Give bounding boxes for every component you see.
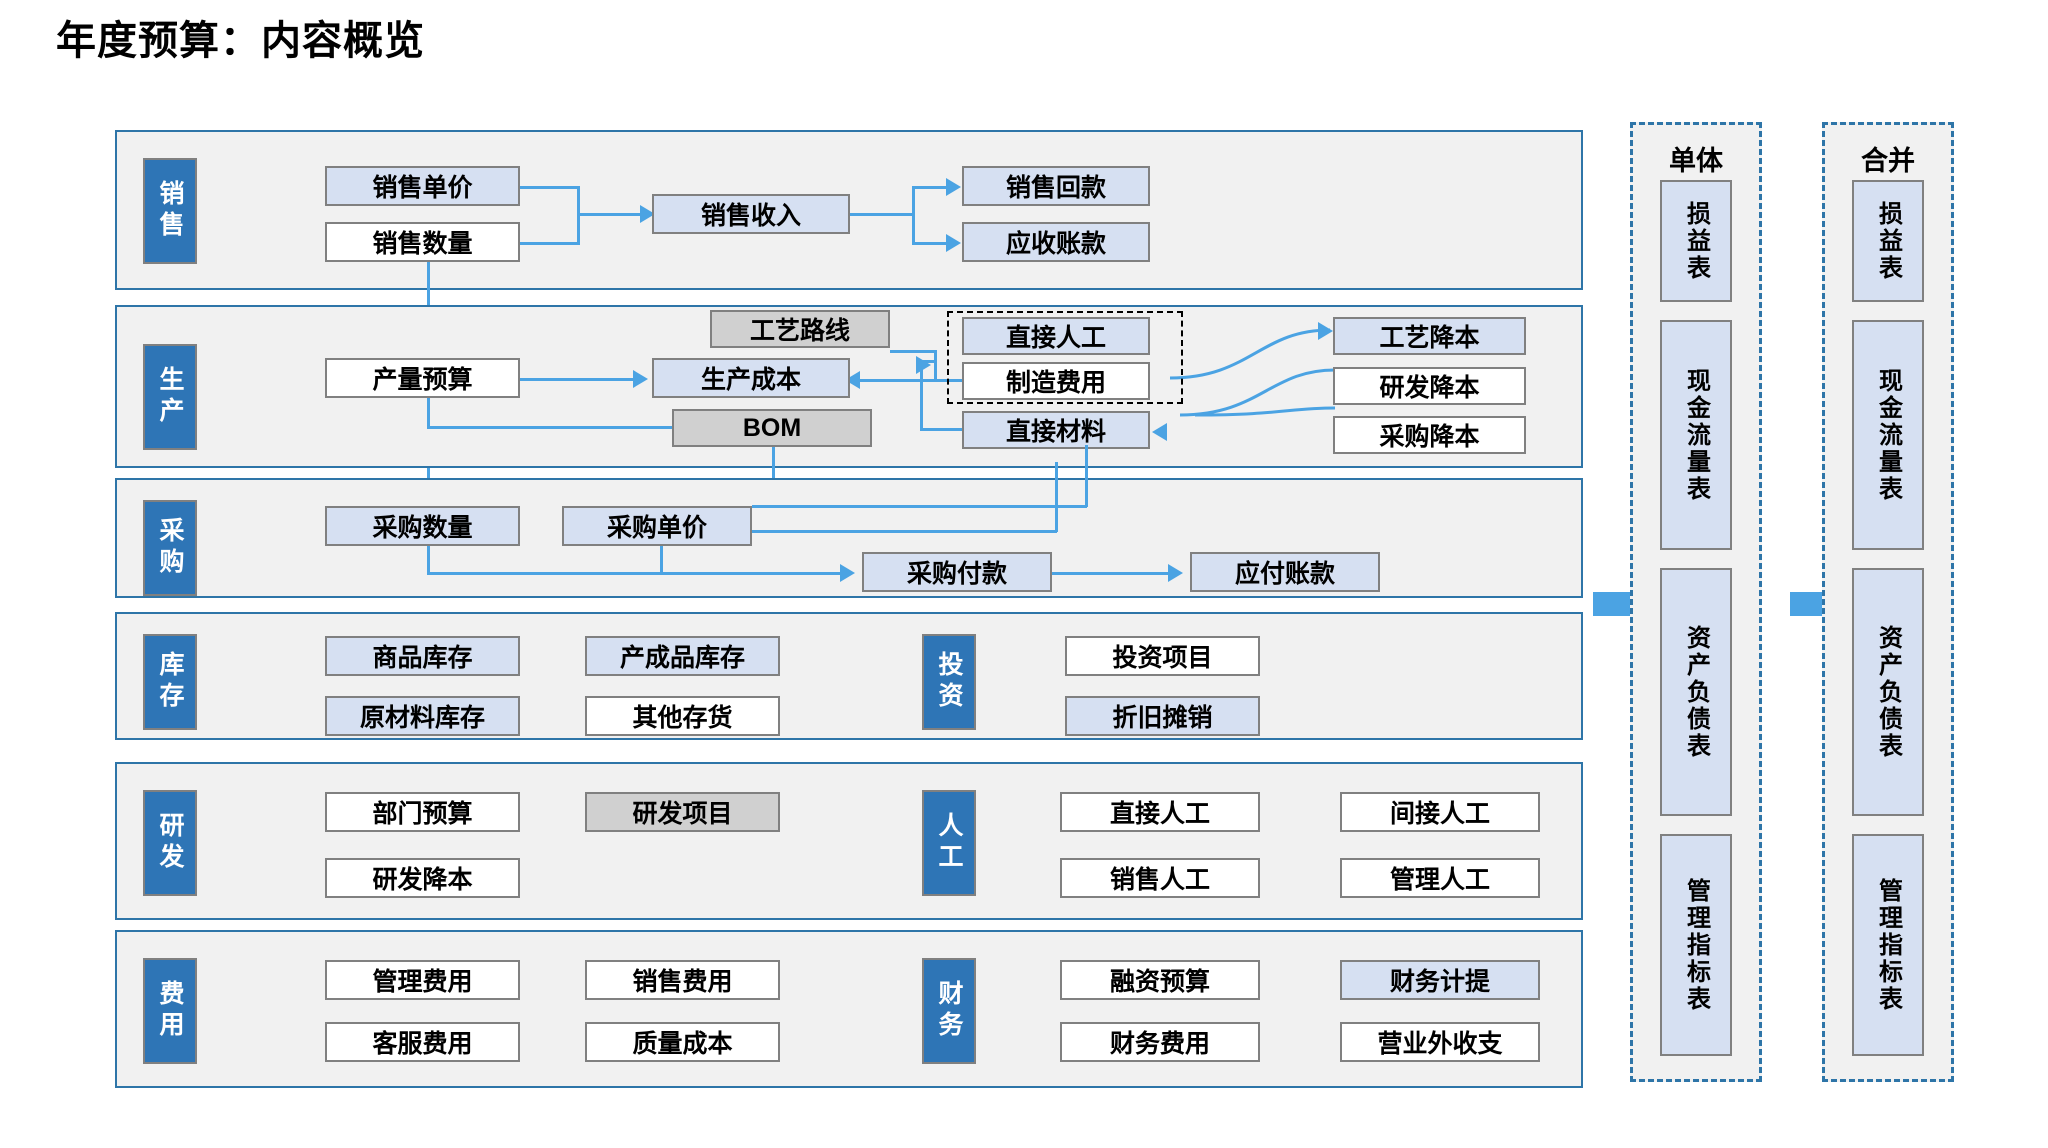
- connector: [850, 213, 915, 216]
- node-department-budget[interactable]: 部门预算: [325, 792, 520, 832]
- dashed-group-conversion-cost: [947, 311, 1183, 404]
- arrow-head-icon: [633, 370, 648, 388]
- node-direct-material[interactable]: 直接材料: [962, 411, 1150, 449]
- arrow-head-icon: [946, 234, 961, 252]
- node-labor-sales[interactable]: 销售人工: [1060, 858, 1260, 898]
- arrow-head-icon: [1152, 423, 1167, 441]
- node-rnd-project[interactable]: 研发项目: [585, 792, 780, 832]
- section-label-inventory: 库存: [143, 634, 197, 730]
- node-sales-revenue[interactable]: 销售收入: [652, 194, 850, 234]
- arrow-head-icon: [640, 205, 655, 223]
- connector: [890, 350, 937, 353]
- arrow-head-icon: [1168, 564, 1183, 582]
- connector: [912, 242, 950, 245]
- node-accounts-receivable[interactable]: 应收账款: [962, 222, 1150, 262]
- connector: [752, 505, 1087, 508]
- connector: [427, 426, 672, 429]
- node-production-cost[interactable]: 生产成本: [652, 358, 850, 398]
- node-output-budget[interactable]: 产量预算: [325, 358, 520, 398]
- report-kpi-c[interactable]: 管理指标表: [1852, 834, 1924, 1056]
- node-rnd-cost-reduction-2[interactable]: 研发降本: [325, 858, 520, 898]
- node-labor-direct[interactable]: 直接人工: [1060, 792, 1260, 832]
- node-purchase-unit-price[interactable]: 采购单价: [562, 506, 752, 546]
- connector: [520, 378, 635, 381]
- report-cash-flow-statement[interactable]: 现金流量表: [1660, 320, 1732, 550]
- connector: [934, 350, 937, 382]
- section-label-production: 生产: [143, 344, 197, 450]
- connector: [427, 546, 430, 574]
- node-purchase-cost-reduction[interactable]: 采购降本: [1333, 416, 1526, 454]
- report-income-statement-c[interactable]: 损益表: [1852, 180, 1924, 302]
- node-finished-goods-inventory[interactable]: 产成品库存: [585, 636, 780, 676]
- connector: [427, 398, 430, 428]
- node-service-expense[interactable]: 客服费用: [325, 1022, 520, 1062]
- node-bom[interactable]: BOM: [672, 409, 872, 447]
- node-investment-project[interactable]: 投资项目: [1065, 636, 1260, 676]
- report-balance-sheet[interactable]: 资产负债表: [1660, 568, 1732, 816]
- section-label-finance: 财务: [922, 958, 976, 1064]
- output-column-title-consolidated: 合并: [1861, 146, 1915, 176]
- node-selling-expense[interactable]: 销售费用: [585, 960, 780, 1000]
- connector: [752, 530, 1057, 533]
- node-other-inventory[interactable]: 其他存货: [585, 696, 780, 736]
- node-sales-quantity[interactable]: 销售数量: [325, 222, 520, 262]
- connector: [912, 186, 915, 244]
- connector: [427, 572, 842, 575]
- connector: [1085, 445, 1088, 507]
- node-depreciation-amortization[interactable]: 折旧摊销: [1065, 696, 1260, 736]
- section-label-procurement: 采购: [143, 500, 197, 596]
- node-goods-inventory[interactable]: 商品库存: [325, 636, 520, 676]
- report-cash-flow-statement-c[interactable]: 现金流量表: [1852, 320, 1924, 550]
- arrow-head-icon: [1318, 322, 1333, 340]
- report-balance-sheet-c[interactable]: 资产负债表: [1852, 568, 1924, 816]
- connector: [912, 186, 950, 189]
- page-title: 年度预算：内容概览: [56, 19, 425, 63]
- cost-reduction-connectors: [1169, 328, 1336, 417]
- node-raw-material-inventory[interactable]: 原材料库存: [325, 696, 520, 736]
- arrow-head-icon: [840, 564, 855, 582]
- connector: [772, 447, 775, 495]
- connector: [577, 213, 642, 216]
- node-non-operating[interactable]: 营业外收支: [1340, 1022, 1540, 1062]
- section-band-expenses: [115, 930, 1583, 1088]
- section-label-labor: 人工: [922, 790, 976, 896]
- node-process-cost-reduction[interactable]: 工艺降本: [1333, 317, 1526, 355]
- connector: [660, 546, 663, 574]
- report-income-statement[interactable]: 损益表: [1660, 180, 1732, 302]
- node-purchase-quantity[interactable]: 采购数量: [325, 506, 520, 546]
- connector: [920, 379, 923, 431]
- node-direct-labor[interactable]: 直接人工: [962, 317, 1150, 355]
- arrow-head-icon: [916, 356, 931, 374]
- node-financing-budget[interactable]: 融资预算: [1060, 960, 1260, 1000]
- node-manufacturing-overhead[interactable]: 制造费用: [962, 362, 1150, 400]
- connector: [520, 242, 580, 245]
- section-label-investment: 投资: [922, 634, 976, 730]
- node-finance-accrual[interactable]: 财务计提: [1340, 960, 1540, 1000]
- section-label-rnd: 研发: [143, 790, 197, 896]
- node-finance-expense[interactable]: 财务费用: [1060, 1022, 1260, 1062]
- report-kpi[interactable]: 管理指标表: [1660, 834, 1732, 1056]
- section-label-expenses: 费用: [143, 958, 197, 1064]
- connector: [520, 186, 580, 189]
- node-quality-cost[interactable]: 质量成本: [585, 1022, 780, 1062]
- section-label-sales: 销售: [143, 158, 197, 264]
- node-labor-indirect[interactable]: 间接人工: [1340, 792, 1540, 832]
- node-rnd-cost-reduction[interactable]: 研发降本: [1333, 367, 1526, 405]
- output-column-title-standalone: 单体: [1669, 146, 1723, 176]
- node-accounts-payable[interactable]: 应付账款: [1190, 552, 1380, 592]
- node-admin-expense[interactable]: 管理费用: [325, 960, 520, 1000]
- connector: [1010, 572, 1170, 575]
- node-purchase-payment[interactable]: 采购付款: [862, 552, 1052, 592]
- arrow-head-icon: [946, 178, 961, 196]
- node-sales-unit-price[interactable]: 销售单价: [325, 166, 520, 206]
- connector: [1055, 462, 1058, 532]
- node-sales-collection[interactable]: 销售回款: [962, 166, 1150, 206]
- node-process-route[interactable]: 工艺路线: [710, 310, 890, 348]
- node-labor-admin[interactable]: 管理人工: [1340, 858, 1540, 898]
